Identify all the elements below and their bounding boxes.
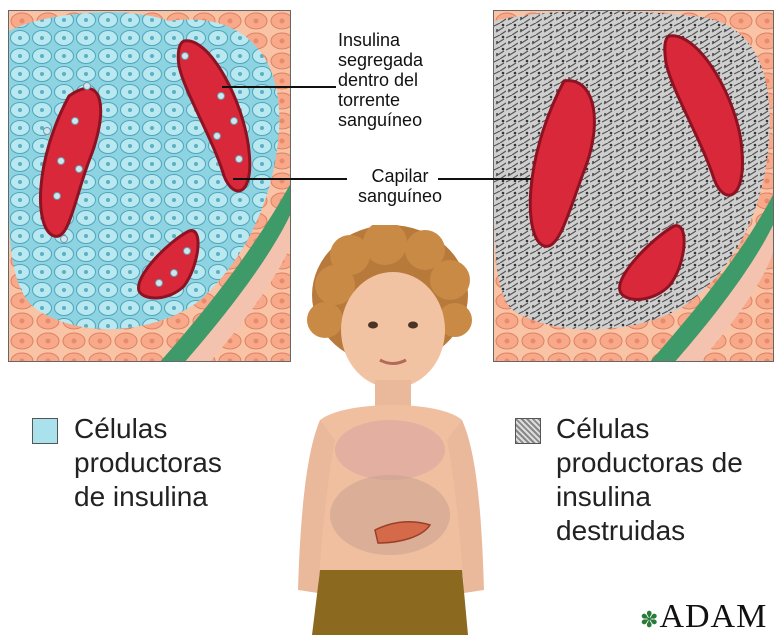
healthy-islet-illustration: [9, 11, 291, 362]
capillary-annotation: Capilar sanguíneo: [345, 166, 455, 206]
adam-logo: ✽ADAM: [640, 598, 767, 636]
logo-text: ADAM: [659, 598, 767, 635]
legend-producing-line: Células: [74, 412, 222, 446]
healthy-islet-panel: [8, 10, 291, 362]
insulin-annotation-line: Insulina: [338, 30, 468, 50]
palm-leaf-icon: ✽: [640, 607, 659, 632]
child-illustration: [290, 225, 490, 635]
legend-destroyed-line: productoras de: [556, 446, 743, 480]
legend-destroyed-line: Células: [556, 412, 743, 446]
capillary-annotation-line: Capilar: [345, 166, 455, 186]
legend-destroyed: Células productoras de insulina destruid…: [556, 412, 743, 548]
destroyed-islet-illustration: [494, 11, 774, 362]
capillary-leader-right: [438, 178, 531, 180]
capillary-annotation-line: sanguíneo: [345, 186, 455, 206]
insulin-annotation-line: sanguíneo: [338, 110, 468, 130]
legend-destroyed-line: destruidas: [556, 514, 743, 548]
legend-producing-line: de insulina: [74, 480, 222, 514]
insulin-annotation-line: dentro del: [338, 70, 468, 90]
insulin-leader-line: [222, 86, 336, 88]
capillary-leader-left: [233, 178, 347, 180]
legend-producing: Células productoras de insulina: [74, 412, 222, 514]
insulin-annotation-line: torrente: [338, 90, 468, 110]
legend-swatch-producing: [32, 418, 58, 444]
legend-producing-line: productoras: [74, 446, 222, 480]
destroyed-islet-panel: [493, 10, 774, 362]
legend-destroyed-line: insulina: [556, 480, 743, 514]
insulin-annotation-line: segregada: [338, 50, 468, 70]
insulin-annotation: Insulina segregada dentro del torrente s…: [338, 30, 468, 130]
legend-swatch-destroyed: [515, 418, 541, 444]
